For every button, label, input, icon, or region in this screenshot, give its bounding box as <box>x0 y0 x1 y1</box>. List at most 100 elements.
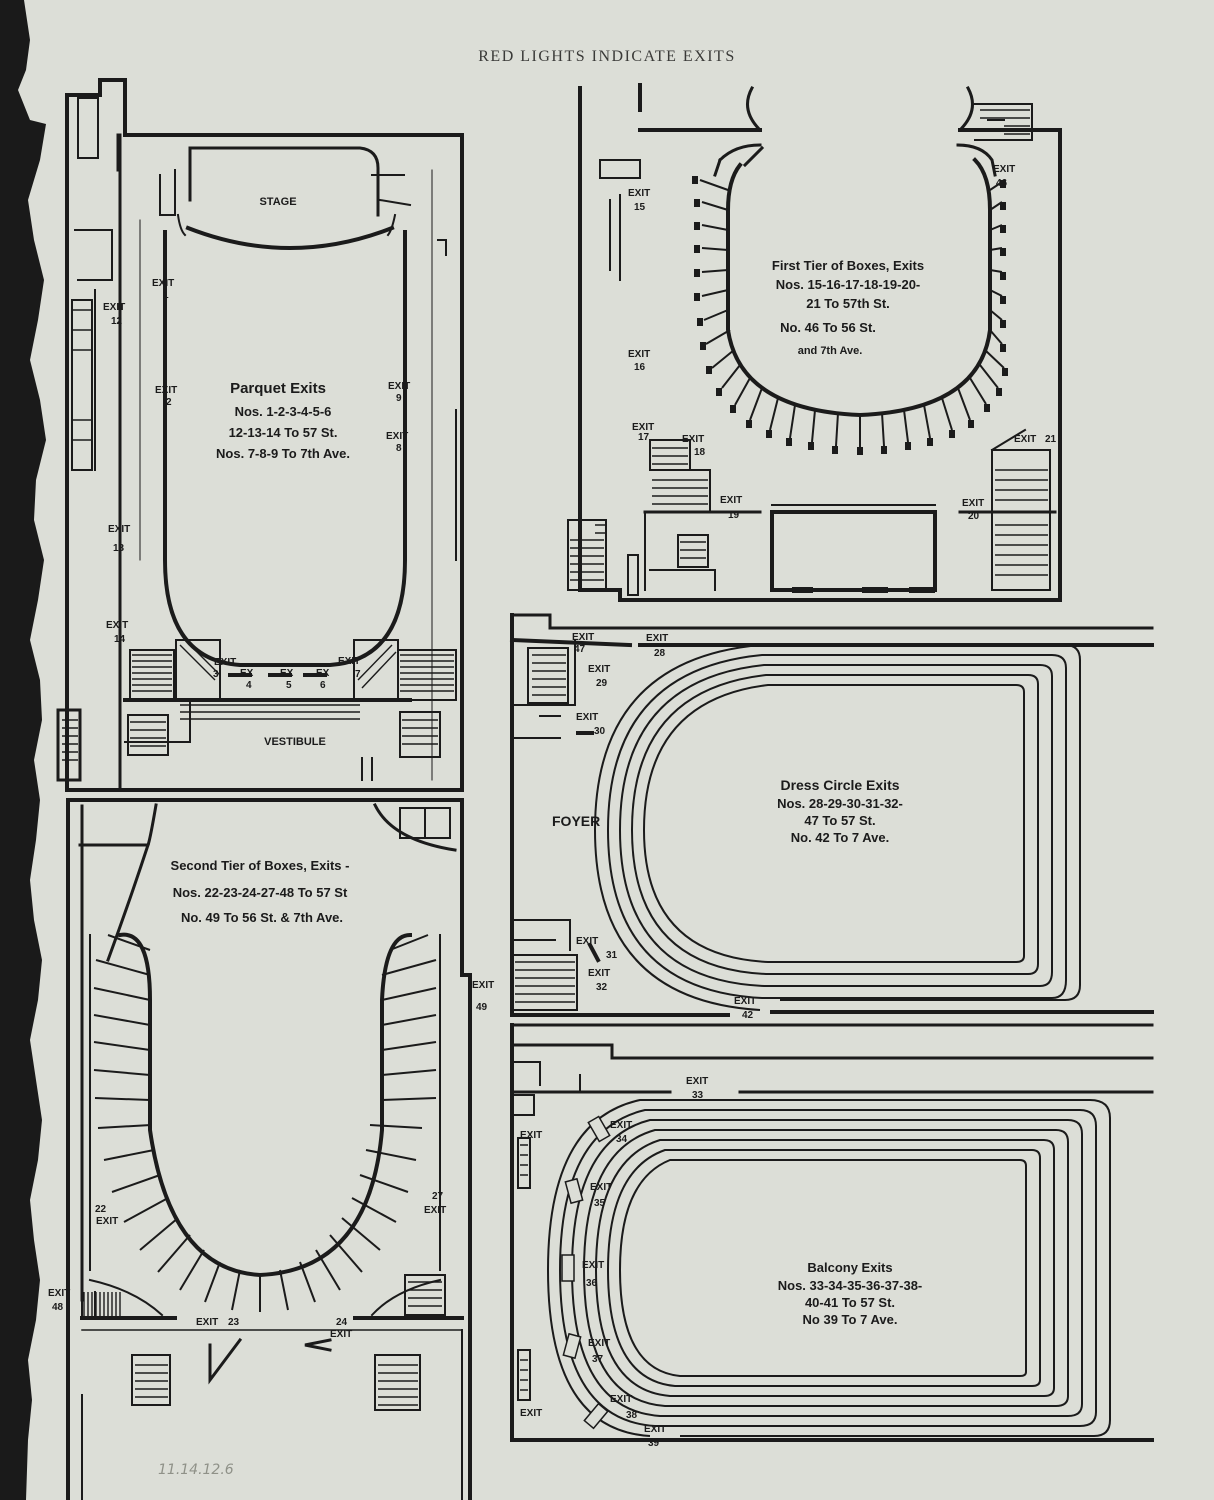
exit-number: 14 <box>114 634 126 645</box>
exit-number: 32 <box>596 982 608 993</box>
exit-number: 34 <box>616 1134 628 1145</box>
foyer-label: FOYER <box>552 813 600 829</box>
exit-number: 5 <box>286 680 292 691</box>
exit-number: 12 <box>111 316 123 327</box>
exit-number: 16 <box>634 362 646 373</box>
exit-label: EXIT <box>962 498 984 509</box>
exit-label: EXIT <box>338 656 360 667</box>
exit-label: EXIT <box>588 1338 610 1349</box>
exit-number: 1 <box>163 290 169 301</box>
exit-label: EXIT <box>632 422 654 433</box>
exit-number: 38 <box>626 1410 638 1421</box>
exit-label: EXIT <box>682 434 704 445</box>
parquet-line-3: Nos. 7-8-9 To 7th Ave. <box>216 446 350 461</box>
exit-label: EXIT <box>610 1120 632 1131</box>
exit-label: EXIT <box>646 633 668 644</box>
exit-number: 33 <box>692 1090 704 1101</box>
exit-number: 23 <box>228 1317 240 1328</box>
exit-label: EXIT <box>720 495 742 506</box>
exit-number: 28 <box>654 648 666 659</box>
exit-label: EXIT <box>152 278 174 289</box>
exit-number: 39 <box>648 1438 660 1449</box>
exit-number: 35 <box>594 1198 606 1209</box>
exit-label: EX <box>240 668 254 679</box>
exit-number: 42 <box>742 1010 754 1021</box>
exit-number: 29 <box>596 678 608 689</box>
exit-number: 47 <box>574 644 586 655</box>
exit-label: EXIT <box>424 1205 446 1216</box>
dress-circle-title: Dress Circle Exits <box>780 777 899 793</box>
dress-circle-tiers <box>593 644 1081 1011</box>
balcony-line-1: Nos. 33-34-35-36-37-38- <box>778 1278 923 1293</box>
exit-number: EXIT <box>96 1216 118 1227</box>
page-heading: RED LIGHTS INDICATE EXITS <box>478 48 736 65</box>
exit-label: EXIT <box>644 1424 666 1435</box>
exit-label: EXIT <box>214 657 236 668</box>
parquet-line-2: 12-13-14 To 57 St. <box>229 425 338 440</box>
exit-label: EXIT <box>48 1288 70 1299</box>
exit-number: 6 <box>320 680 326 691</box>
exit-label: EXIT <box>1014 434 1036 445</box>
exit-label: EX <box>280 668 294 679</box>
exit-label: EXIT <box>588 968 610 979</box>
exit-label: EXIT <box>196 1317 218 1328</box>
first-tier-title: First Tier of Boxes, Exits <box>772 258 924 273</box>
exit-number: 19 <box>728 510 740 521</box>
exit-label: 22 <box>95 1204 107 1215</box>
exit-label: EXIT <box>610 1394 632 1405</box>
first-tier-box-partitions <box>699 179 1005 447</box>
vestibule-label: VESTIBULE <box>264 736 326 748</box>
exit-label: EX <box>316 668 330 679</box>
balcony-plan <box>510 1023 1154 1442</box>
exit-label: EXIT <box>993 164 1015 175</box>
exit-number: 48 <box>52 1302 64 1313</box>
exit-label: EXIT <box>520 1408 542 1419</box>
exit-label: EXIT <box>520 1130 542 1141</box>
first-tier-box-doors <box>692 176 1008 455</box>
parquet-title: Parquet Exits <box>230 380 326 397</box>
exit-number: 8 <box>396 443 402 454</box>
first-tier-line-2: 21 To 57th St. <box>806 296 890 311</box>
parquet-plan <box>56 78 464 792</box>
first-tier-line-4: and 7th Ave. <box>798 345 863 357</box>
exit-number: 13 <box>113 543 125 554</box>
exit-label: EXIT <box>108 524 130 535</box>
exit-number: 17 <box>638 432 650 443</box>
dress-circle-line-3: No. 42 To 7 Ave. <box>791 830 890 845</box>
exit-number: 3 <box>213 669 219 680</box>
exit-number: 9 <box>396 393 402 404</box>
exit-number: 20 <box>968 511 980 522</box>
pencil-annotation: 11.14.12.6 <box>158 1462 234 1478</box>
dress-circle-line-2: 47 To 57 St. <box>804 813 875 828</box>
exit-number: 36 <box>586 1278 598 1289</box>
exit-number: 7 <box>355 669 361 680</box>
parquet-line-1: Nos. 1-2-3-4-5-6 <box>235 404 332 419</box>
exit-label: EXIT <box>576 936 598 947</box>
exit-number: 2 <box>166 397 172 408</box>
exit-label: EXIT <box>734 996 756 1007</box>
exit-number: 24 <box>336 1317 348 1328</box>
exit-label: EXIT <box>330 1329 352 1340</box>
balcony-tiers <box>546 1099 1111 1437</box>
dress-circle-line-1: Nos. 28-29-30-31-32- <box>777 796 903 811</box>
exit-label: EXIT <box>686 1076 708 1087</box>
plan-labels: STAGE VESTIBULE Parquet Exits Nos. 1-2-3… <box>171 196 925 1327</box>
torn-left-edge <box>0 0 46 1500</box>
exit-label: EXIT <box>588 664 610 675</box>
exit-label: EXIT <box>103 302 125 313</box>
balcony-exit-doors <box>561 1115 611 1430</box>
exit-label: EXIT <box>576 712 598 723</box>
second-tier-title: Second Tier of Boxes, Exits - <box>171 858 350 873</box>
exit-number: 49 <box>476 1002 488 1013</box>
balcony-line-2: 40-41 To 57 St. <box>805 1295 895 1310</box>
stair-hatching <box>62 109 1048 1406</box>
exit-label: EXIT <box>155 385 177 396</box>
exit-number: 21 <box>1045 434 1057 445</box>
first-tier-line-3: No. 46 To 56 St. <box>780 320 876 335</box>
exit-label: EXIT <box>472 980 494 991</box>
exit-label: EXIT <box>628 349 650 360</box>
first-tier-plan <box>567 83 1062 602</box>
exit-number: 15 <box>634 202 646 213</box>
